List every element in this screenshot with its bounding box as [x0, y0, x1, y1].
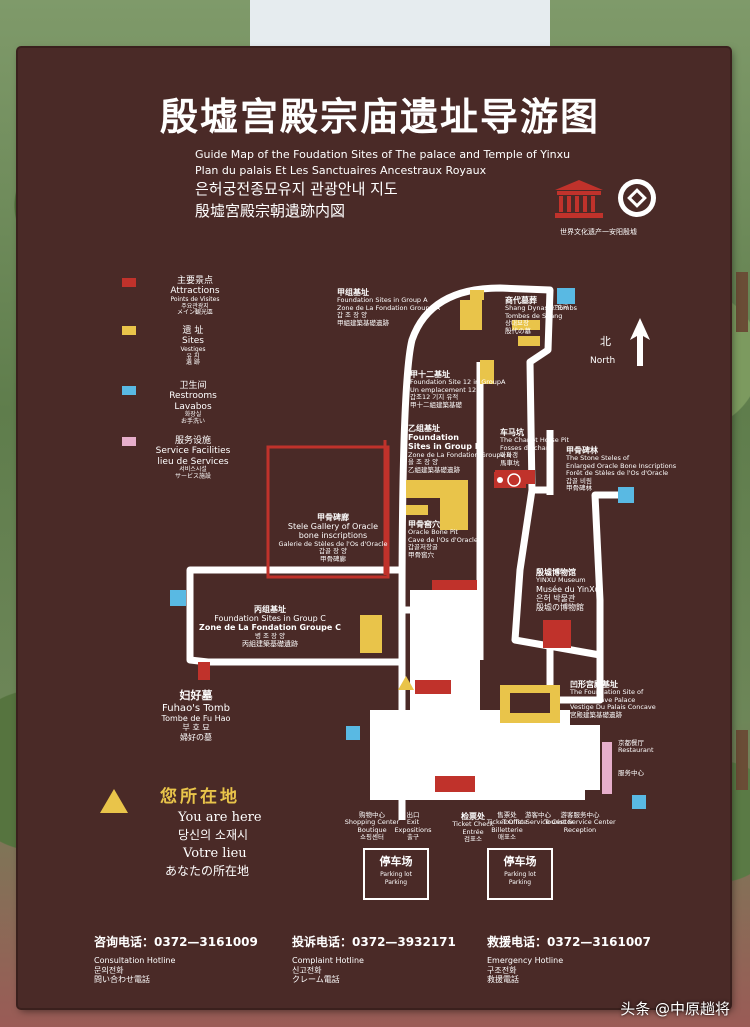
restroom-icon-west	[170, 590, 186, 606]
sign-post-right	[736, 272, 748, 332]
title-japanese: 殷墟宮殿宗朝遺跡内図	[195, 202, 346, 220]
you-are-here-marker-icon	[398, 676, 414, 690]
label-stone-steles: 甲骨碑林 The Stone Steles of Enlarged Oracle…	[566, 446, 677, 493]
legend-swatch-restrooms	[122, 386, 136, 395]
label-exit: 出口 Exit Expositions 출구	[394, 811, 432, 842]
chariot-icon	[494, 472, 526, 488]
you-are-here-fr: Votre lieu	[183, 846, 247, 861]
you-are-here-ko: 당신의 소재시	[178, 828, 249, 842]
label-shang-tombs: 商代墓葬 Shang Dynasty Tombs Tombes de Shang…	[505, 296, 578, 335]
hotline-emergency: 救援电话：0372—3161007 Emergency Hotline 구조전화…	[487, 935, 651, 984]
label-stele-gallery: 甲骨碑廊 Stele Gallery of Oracle bone inscri…	[278, 513, 388, 563]
stele-gallery-wall	[266, 445, 390, 579]
label-concave-palace: 凹形宫殿基址 The Foundation Site of The Concav…	[570, 680, 656, 719]
legend-swatch-attractions	[122, 278, 136, 287]
label-tourist-center: 游客中心 Tourist Service Center	[502, 811, 574, 827]
site-map	[186, 284, 618, 820]
legend-swatch-service	[122, 437, 136, 446]
legend-swatch-sites	[122, 326, 136, 335]
restroom-icon-south	[346, 726, 360, 740]
you-are-here-jp: あなたの所在地	[165, 864, 250, 878]
label-tomb-12: 甲十二基址 Foundation Site 12 in GroupA Un em…	[410, 370, 506, 409]
service-block	[602, 742, 612, 794]
hotline-complaint: 投诉电话：0372—3932171 Complaint Hotline 신고전화…	[292, 935, 456, 984]
legend-sites: 遗 址 Sites Vestiges 유 지 遺 跡	[180, 326, 206, 367]
label-group-b: 乙组基址 Foundation Sites in Group B Zone de…	[408, 424, 512, 474]
label-museum: 殷墟博物馆 YINXU Museum Musée du YinXu 은허 박물관…	[536, 568, 600, 613]
restroom-icon-east	[618, 487, 634, 503]
you-are-here-triangle-icon	[100, 789, 128, 813]
label-oracle-pit: 甲骨窖穴 Oracle Bone Pit Cave de l'Os d'Orac…	[408, 520, 478, 559]
title-french: Plan du palais Et Les Sanctuaires Ancest…	[195, 164, 487, 177]
hotline-consultation: 咨询电话：0372—3161009 Consultation Hotline 문…	[94, 935, 258, 984]
label-group-a: 甲组基址 Foundation Sites in Group A Zone de…	[337, 288, 441, 327]
title-korean: 은허궁전종묘유지 관광안내 지도	[195, 180, 398, 198]
label-service-center-right: 服务中心	[618, 769, 644, 777]
sign-post-right-lower	[736, 730, 748, 790]
north-label-cn: 北	[600, 335, 611, 348]
label-visitor-center: 游客服务中心 Tourist Service Center Reception	[544, 811, 616, 834]
label-ticket-check: 检票处 Ticket Check Entrée 검표소	[452, 812, 494, 844]
parking-lot-right: 停车场 Parking lot Parking	[487, 848, 553, 900]
heritage-caption: 世界文化遗产一安阳殷墟	[560, 228, 637, 236]
legend-attractions: 主要景点 Attractions Points de Visites 주요관광지…	[170, 276, 220, 317]
legend-service: 服务设施 Service Facilities lieu de Services…	[155, 436, 231, 480]
label-restaurant: 京都餐厅 Restaurant	[618, 739, 654, 755]
parking-lot-left: 停车场 Parking lot Parking	[363, 848, 429, 900]
world-heritage-emblem-icon	[618, 179, 656, 217]
title-chinese: 殷墟宫殿宗庙遗址导游图	[160, 94, 601, 139]
label-fuhao-tomb: 妇好墓 Fuhao's Tomb Tombe de Fu Hao 부 호 묘 婦…	[161, 689, 231, 742]
legend-restrooms: 卫生间 Restrooms Lavabos 화장실 お手洗い	[169, 381, 217, 425]
label-ticket-office: 售票处 Ticket Office Billetterie 매표소	[486, 811, 528, 842]
you-are-here-en: You are here	[178, 810, 262, 825]
watermark: 头条 @中原趟将	[620, 1000, 730, 1018]
title-english: Guide Map of the Foudation Sites of The …	[195, 148, 571, 161]
restroom-label-north: 卫生间	[553, 305, 569, 311]
restroom-icon-southeast	[632, 795, 646, 809]
label-chariot-pit: 车马坑 The Chariot Horse Pit Fosses du char…	[500, 428, 569, 467]
label-group-c: 丙组基址 Foundation Sites in Group C Zone de…	[199, 605, 341, 649]
north-arrow-icon	[630, 318, 650, 366]
restroom-icon-north	[557, 288, 575, 304]
heritage-emblems	[555, 179, 656, 218]
unesco-temple-icon	[555, 180, 603, 218]
label-shopping-center: 购物中心 Shopping Center Boutique 쇼핑센터	[344, 811, 400, 842]
north-label-en: North	[590, 356, 616, 366]
you-are-here-cn: 您所在地	[160, 787, 240, 807]
